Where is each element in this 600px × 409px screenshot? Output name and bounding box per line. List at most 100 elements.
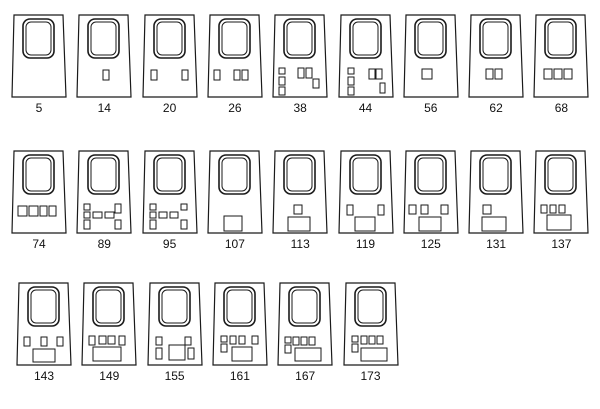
panel-figure: 119 xyxy=(337,149,404,263)
panel-outline xyxy=(11,14,67,98)
screen-window-inner xyxy=(221,157,248,192)
panel-outline xyxy=(533,14,590,98)
panel-number-label: 89 xyxy=(97,237,111,251)
panel-figure: 74 xyxy=(11,149,77,263)
panel-number-label: 62 xyxy=(489,101,503,115)
panel-drawing xyxy=(76,150,132,234)
screen-window-outer xyxy=(544,18,578,59)
screen-window-inner xyxy=(156,157,183,192)
panel-figure: 113 xyxy=(272,149,338,263)
panel-number-label: 5 xyxy=(35,101,43,115)
screen-window-inner xyxy=(291,289,318,324)
panel-drawing xyxy=(468,150,524,234)
panel-component xyxy=(376,335,383,345)
panel-figure: 62 xyxy=(468,13,534,127)
screen-window-inner xyxy=(156,21,183,56)
panel-component xyxy=(549,204,557,214)
panel-component xyxy=(360,335,367,345)
panel-component xyxy=(56,336,64,347)
panel-drawing xyxy=(337,150,394,234)
panel-component xyxy=(543,68,553,80)
panel-drawing xyxy=(141,150,198,234)
panel-outline xyxy=(81,282,137,366)
panel-component xyxy=(284,344,292,354)
panel-figure: 5 xyxy=(11,13,77,127)
screen-window-outer xyxy=(27,286,60,327)
panel-figure: 44 xyxy=(337,13,404,127)
panel-component xyxy=(481,216,507,232)
panel-number-label: 44 xyxy=(358,101,373,115)
panel-number-label: 38 xyxy=(293,101,307,115)
panel-number-label: 113 xyxy=(290,237,310,251)
panel-figure: 167 xyxy=(277,281,343,395)
panel-figure: 68 xyxy=(533,13,599,127)
panel-component xyxy=(251,335,259,345)
screen-window-outer xyxy=(288,286,321,327)
panel-component xyxy=(368,335,375,345)
panel-figure: 125 xyxy=(403,149,469,263)
panel-component xyxy=(300,336,308,346)
panel-number-label: 173 xyxy=(360,369,381,383)
panel-component xyxy=(114,203,122,214)
panel-component xyxy=(149,219,157,230)
panel-component xyxy=(187,347,195,360)
panel-number-label: 14 xyxy=(97,101,111,115)
screen-window-inner xyxy=(482,157,509,192)
panel-component xyxy=(150,69,158,81)
panel-component xyxy=(287,216,311,232)
panel-component xyxy=(231,346,253,362)
panel-number-label: 149 xyxy=(99,369,120,383)
panel-outline xyxy=(207,14,263,98)
screen-window-outer xyxy=(92,286,126,327)
panel-drawing xyxy=(272,150,328,234)
panel-component xyxy=(351,335,358,343)
screen-window-outer xyxy=(87,154,121,195)
panel-drawing xyxy=(207,150,263,234)
panel-figure: 137 xyxy=(533,149,599,263)
panel-component xyxy=(482,204,492,215)
panel-outline xyxy=(76,14,132,98)
panel-component xyxy=(39,205,48,217)
screen-window-inner xyxy=(352,21,378,56)
panel-component xyxy=(379,82,385,94)
panel-component xyxy=(23,336,31,347)
panel-component xyxy=(107,335,116,345)
panel-outline xyxy=(76,150,132,234)
panel-component xyxy=(114,219,122,230)
panel-number-label: 26 xyxy=(228,101,242,115)
panel-drawing xyxy=(272,14,328,98)
panel-component xyxy=(293,204,303,215)
panel-number-label: 131 xyxy=(486,237,507,251)
panel-outline xyxy=(212,282,268,366)
panel-drawing xyxy=(403,150,459,234)
screen-window-inner xyxy=(286,21,313,56)
panel-component xyxy=(494,68,503,80)
screen-window-inner xyxy=(90,21,117,56)
panel-component xyxy=(312,78,320,89)
screen-window-outer xyxy=(479,18,512,59)
panel-outline xyxy=(533,150,590,234)
screen-window-outer xyxy=(157,286,191,327)
screen-window-outer xyxy=(22,18,55,59)
panel-drawing xyxy=(337,14,394,98)
screen-window-outer xyxy=(218,18,251,59)
panel-component xyxy=(83,219,91,230)
panel-outline xyxy=(342,282,399,366)
panel-figure: 14 xyxy=(76,13,142,127)
panel-outline xyxy=(141,14,198,98)
panel-component xyxy=(297,67,305,79)
screen-window-outer xyxy=(87,18,121,59)
panel-outline xyxy=(11,150,67,234)
panel-component xyxy=(233,69,241,81)
panel-outline xyxy=(468,14,524,98)
panel-component xyxy=(155,347,163,360)
screen-window-outer xyxy=(152,154,186,195)
panel-component xyxy=(149,203,157,211)
panel-number-label: 143 xyxy=(33,369,55,383)
panel-component xyxy=(354,216,375,232)
panel-outline xyxy=(272,150,328,234)
panel-component xyxy=(305,67,313,79)
panel-component xyxy=(368,68,375,80)
panel-component xyxy=(418,216,442,232)
panel-outline xyxy=(468,150,524,234)
